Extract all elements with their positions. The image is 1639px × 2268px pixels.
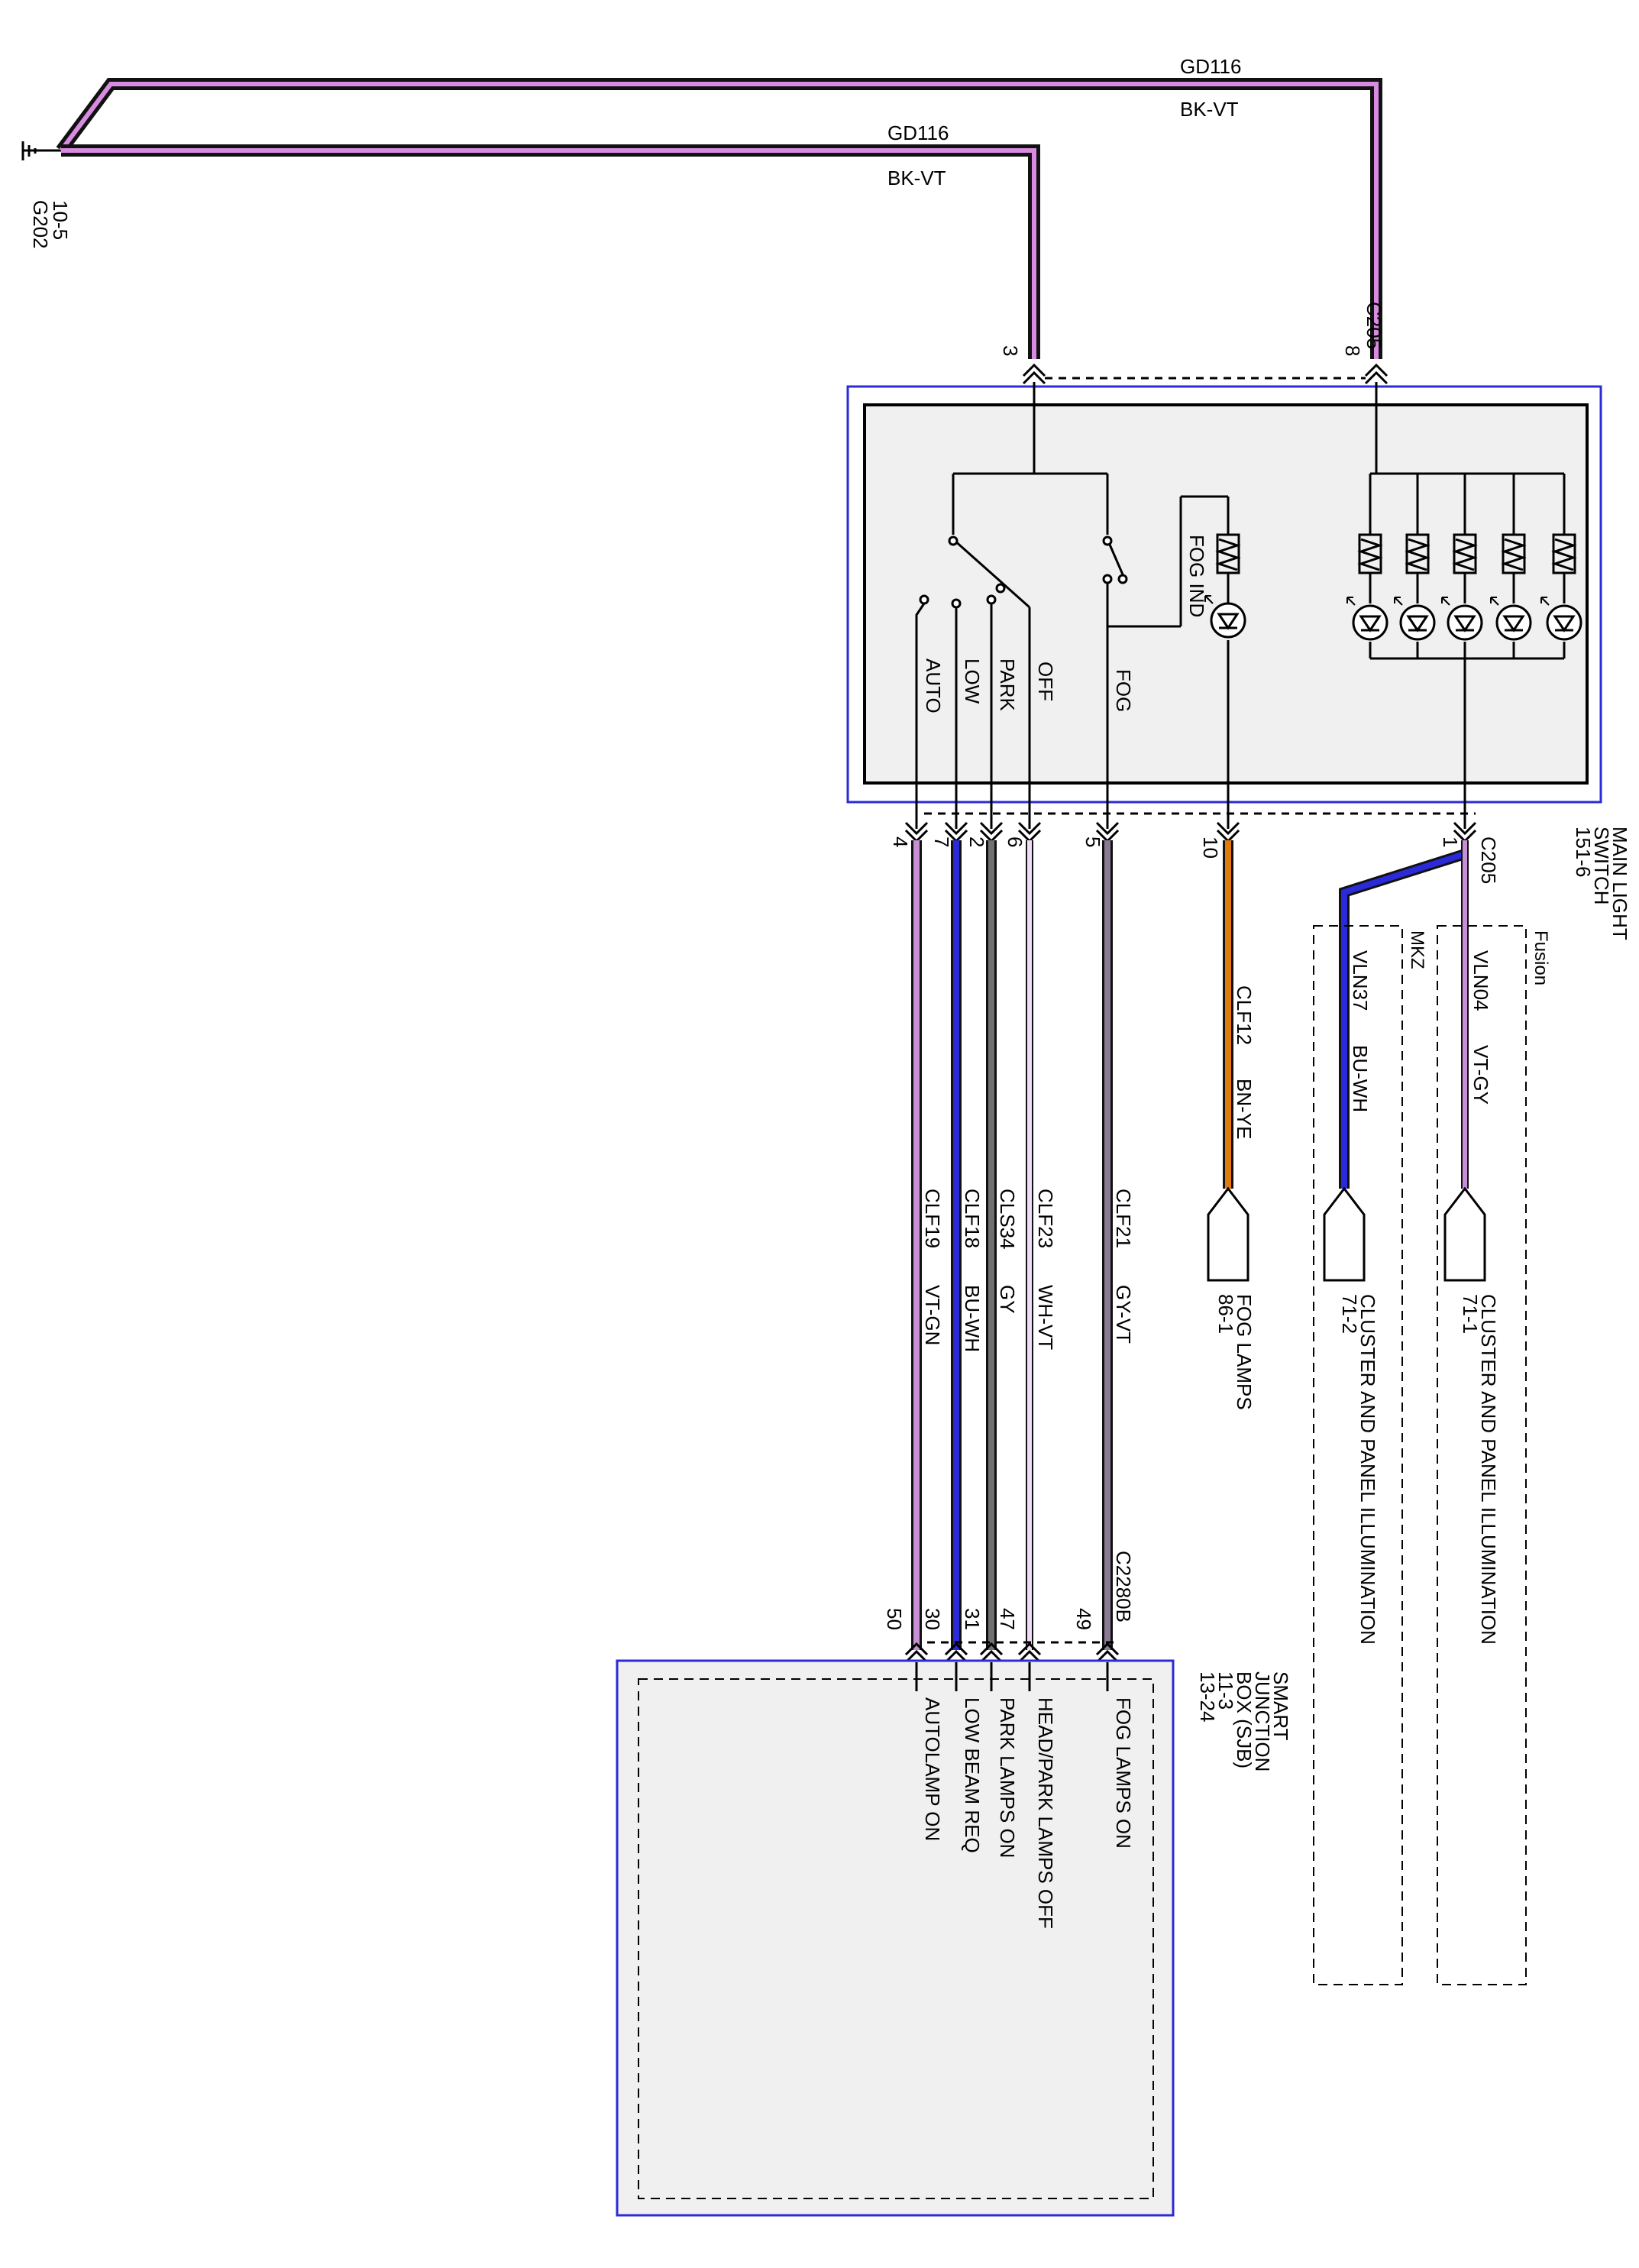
pin-8-label: 8 [1341,345,1364,356]
pin-10-label: 10 [1199,836,1222,859]
sjb-pin-30: 30 [921,1608,944,1630]
sjb-label-fog-lamps-on: FOG LAMPS ON [1112,1697,1135,1849]
pin-2-label: 2 [965,836,988,847]
sjb-inner-dashed [638,1678,1154,2199]
fog-lamps-ref: 86-1 [1214,1294,1237,1334]
sjb-connector-label: C2280B [1112,1551,1135,1623]
wire-cls34-color: GY [996,1285,1019,1314]
pin-1-label: 1 [1439,836,1462,847]
cluster-illum-71-2-ref: 71-2 [1338,1294,1361,1334]
cluster-illum-71-1-label: CLUSTER AND PANEL ILLUMINATION [1477,1294,1500,1645]
connector-c205-bottom-label: C205 [1477,836,1500,884]
wire-clf19-circuit: CLF19 [921,1189,944,1248]
wire-clf23-color: WH-VT [1034,1285,1057,1350]
sjb-pin-49: 49 [1072,1608,1095,1630]
wire-cls34-circuit: CLS34 [996,1189,1019,1250]
cluster-illum-71-1-ref: 71-1 [1459,1294,1482,1334]
sjb-connector-terminals [904,1641,1120,1664]
sjb-label-park-lamps-on: PARK LAMPS ON [996,1697,1019,1858]
ground-wire-to-pin8 [56,78,1382,359]
sjb-title-3: BOX (SJB) [1233,1671,1256,1768]
sjb-title-2: JUNCTION [1251,1671,1274,1771]
wire-vln04-circuit: VLN04 [1469,950,1492,1011]
main-light-switch-title-1: MAIN LIGHT [1608,827,1631,940]
wire-vln37-circuit: VLN37 [1349,950,1372,1011]
wire-clf23-circuit: CLF23 [1034,1189,1057,1248]
led-arrow-icons [1204,595,1550,606]
sjb-pin-47: 47 [996,1608,1019,1630]
sjb-internal-leads [915,1662,1109,1691]
wire-vln37 [1339,849,1467,1189]
pin-7-label: 7 [930,836,953,847]
switch-pos-off: OFF [1034,662,1057,701]
wire-clf12-circuit: CLF12 [1233,985,1256,1045]
mkz-variant-label: MKZ [1407,930,1427,969]
sjb-title-1: SMART [1269,1671,1292,1741]
wire-clf21-color: GY-VT [1112,1285,1135,1344]
main-light-switch-frame [846,385,1602,804]
cluster-connector-71-2-icon [1323,1186,1366,1282]
wire-clf18-circuit: CLF18 [961,1189,984,1248]
main-light-switch-title-2: SWITCH [1590,827,1613,905]
wire-circuit-gd116-b: GD116 [887,121,949,144]
sjb-pin-50: 50 [883,1608,906,1630]
wire-clf21-circuit: CLF21 [1112,1189,1135,1248]
led-icons [1210,602,1582,641]
wire-clf12-color: BN-YE [1233,1079,1256,1139]
fog-ind-label: FOG IND [1185,535,1208,617]
ground-wire-to-pin3 [61,144,1040,359]
fusion-variant-region [1437,925,1527,1985]
wire-color-bkvt-b: BK-VT [887,167,946,189]
switch-pos-park: PARK [996,658,1019,712]
cluster-connector-71-1-icon [1443,1186,1486,1282]
fusion-variant-label: Fusion [1531,930,1551,985]
sjb-pin-31: 31 [961,1608,984,1630]
fog-lamps-label: FOG LAMPS [1233,1294,1256,1410]
switch-pos-low: LOW [961,658,984,704]
sjb-frame [616,1659,1175,2217]
wire-vln37-color: BU-WH [1349,1045,1372,1112]
main-light-switch-ref: 151-6 [1572,827,1595,878]
switch-contacts [919,535,1128,609]
switch-pos-fog: FOG [1112,669,1135,712]
wire-clf19-color: VT-GN [921,1285,944,1345]
sjb-ref-1: 11-3 [1214,1671,1237,1710]
ground-label: G202 [29,200,52,249]
pin-4-label: 4 [889,836,912,847]
sjb-label-head-park-off: HEAD/PARK LAMPS OFF [1034,1697,1057,1929]
sjb-label-autolamp-on: AUTOLAMP ON [921,1697,944,1841]
switch-internal-wiring [915,382,1566,829]
ground-symbol [21,141,61,160]
connector-c205-top-label: C205 [1363,302,1385,349]
cluster-illum-71-2-label: CLUSTER AND PANEL ILLUMINATION [1356,1294,1379,1645]
sjb-ref-2: 13-24 [1196,1671,1219,1723]
wire-color-bkvt-a: BK-VT [1180,98,1239,121]
wire-circuit-gd116-a: GD116 [1180,55,1241,78]
main-light-switch-body [863,403,1589,785]
mkz-variant-region [1313,925,1403,1985]
pin-5-label: 5 [1081,836,1104,847]
pin-6-label: 6 [1004,836,1026,847]
switch-pos-auto: AUTO [922,658,945,713]
resistor-icons [1215,533,1577,603]
top-connector-terminals [1022,363,1388,385]
pin-3-label: 3 [999,345,1022,356]
wire-vln04-color: VT-GY [1469,1045,1492,1105]
ground-ref: 10-5 [49,200,72,240]
wire-clf18-color: BU-WH [961,1285,984,1352]
sjb-label-low-beam-req: LOW BEAM REQ [961,1697,984,1853]
fog-lamps-connector-icon [1207,1186,1249,1282]
